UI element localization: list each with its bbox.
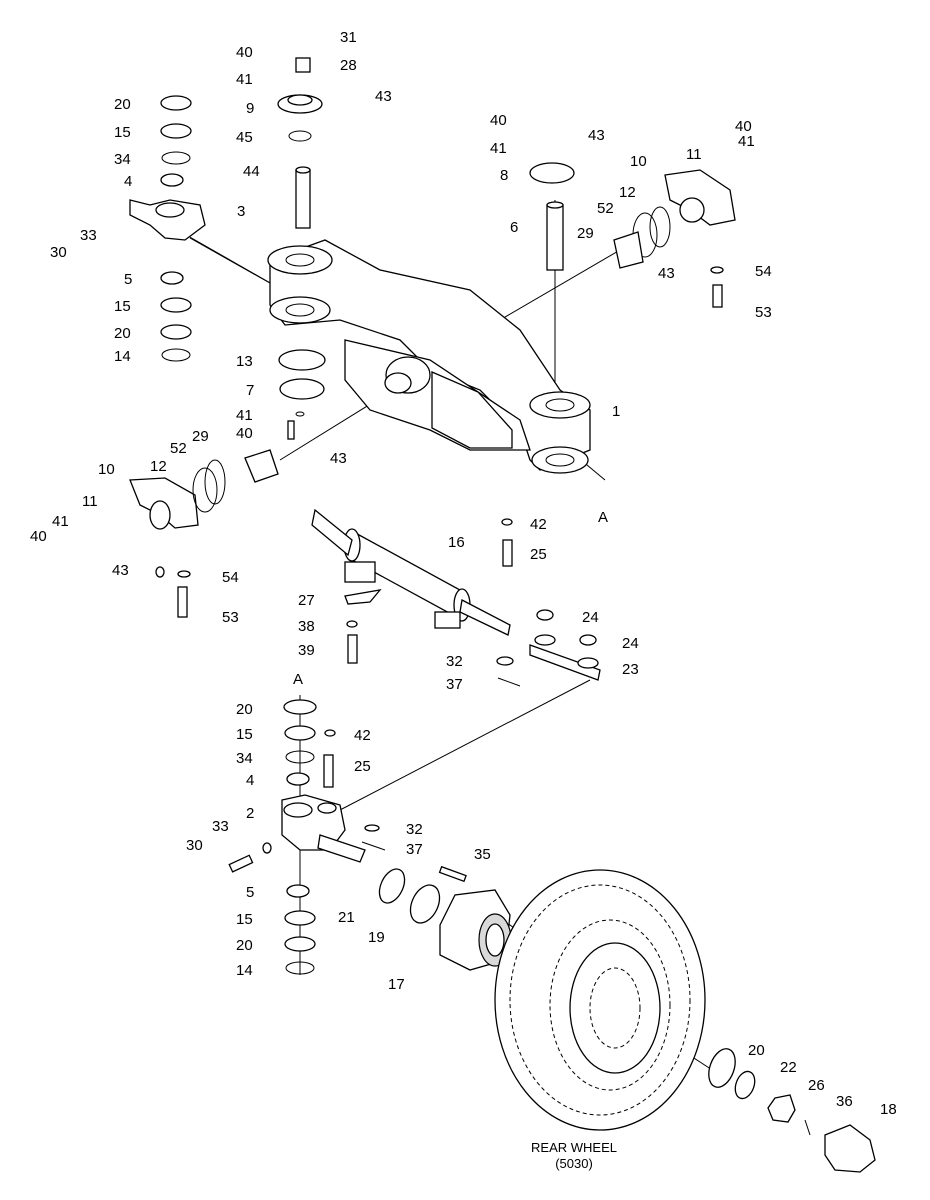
callout: 43 <box>588 127 605 144</box>
callout: 25 <box>530 546 547 563</box>
callout: 43 <box>658 265 675 282</box>
callout: 28 <box>340 57 357 74</box>
callout: 9 <box>246 100 254 117</box>
callout: 30 <box>186 837 203 854</box>
callout: 15 <box>236 911 253 928</box>
lower-kingpin-stack <box>228 699 386 975</box>
rear-wheel <box>494 869 876 1173</box>
callout: 33 <box>212 818 229 835</box>
callout: 15 <box>114 124 131 141</box>
callout: 12 <box>150 458 167 475</box>
callout: 39 <box>298 642 315 659</box>
callout: 43 <box>375 88 392 105</box>
callout: 53 <box>222 609 239 626</box>
upper-right-parts <box>529 162 736 308</box>
callout: 40 <box>30 528 47 545</box>
callout: 31 <box>340 29 357 46</box>
left-pivot-bracket <box>129 449 279 618</box>
callout: 10 <box>630 153 647 170</box>
callout: 13 <box>236 353 253 370</box>
callout: 43 <box>112 562 129 579</box>
callout: 25 <box>354 758 371 775</box>
callout: 40 <box>236 44 253 61</box>
callout: 45 <box>236 129 253 146</box>
callout: 24 <box>582 609 599 626</box>
callout: 16 <box>448 534 465 551</box>
section-ref-a: A <box>598 509 608 526</box>
callout: 4 <box>124 173 132 190</box>
callout: 41 <box>236 407 253 424</box>
callout: 20 <box>748 1042 765 1059</box>
callout: 1 <box>612 403 620 420</box>
callout: 21 <box>338 909 355 926</box>
callout: 35 <box>474 846 491 863</box>
callout: 23 <box>622 661 639 678</box>
callout: 20 <box>114 325 131 342</box>
axle-housing <box>267 239 591 474</box>
callout: 38 <box>298 618 315 635</box>
callout: 41 <box>738 133 755 150</box>
callout: 15 <box>236 726 253 743</box>
callout: 11 <box>686 146 702 163</box>
callout: 29 <box>577 225 594 242</box>
callout: 40 <box>490 112 507 129</box>
callout: 54 <box>222 569 239 586</box>
caption-ref: (5030) <box>555 1156 593 1171</box>
callout: 11 <box>82 493 98 510</box>
section-ref-a-lower: A <box>293 671 303 688</box>
callout: 15 <box>114 298 131 315</box>
callout: 54 <box>755 263 772 280</box>
callout: 34 <box>114 151 131 168</box>
callout: 32 <box>406 821 423 838</box>
callout: 41 <box>52 513 69 530</box>
callout: 43 <box>330 450 347 467</box>
callout: 20 <box>236 937 253 954</box>
callout: 41 <box>490 140 507 157</box>
callout: 29 <box>192 428 209 445</box>
callout: 44 <box>243 163 260 180</box>
callout: 20 <box>114 96 131 113</box>
callout: 36 <box>836 1093 853 1110</box>
callout: 53 <box>755 304 772 321</box>
callout: 32 <box>446 653 463 670</box>
callout: 52 <box>597 200 614 217</box>
wheel-hub <box>378 865 512 971</box>
callout: 22 <box>780 1059 797 1076</box>
callout: 27 <box>298 592 315 609</box>
callout: 41 <box>236 71 253 88</box>
callout: 14 <box>236 962 253 979</box>
callout: 33 <box>80 227 97 244</box>
callout: 6 <box>510 219 518 236</box>
callout: 20 <box>236 701 253 718</box>
callout: 34 <box>236 750 253 767</box>
callout: 5 <box>124 271 132 288</box>
upper-kingpin-stack <box>129 57 326 440</box>
callout: 18 <box>880 1101 897 1118</box>
callout: 42 <box>530 516 547 533</box>
callout: 17 <box>388 976 405 993</box>
callout: 42 <box>354 727 371 744</box>
callout: 14 <box>114 348 131 365</box>
callout: 5 <box>246 884 254 901</box>
callout: 2 <box>246 805 254 822</box>
callout: 10 <box>98 461 115 478</box>
callout: 26 <box>808 1077 825 1094</box>
callout: 37 <box>446 676 463 693</box>
callout: 30 <box>50 244 67 261</box>
callout: 40 <box>735 118 752 135</box>
callout: 24 <box>622 635 639 652</box>
callout: 40 <box>236 425 253 442</box>
callout: 8 <box>500 167 508 184</box>
callout: 52 <box>170 440 187 457</box>
callout: 7 <box>246 382 254 399</box>
steering-cylinder <box>311 508 601 687</box>
callout: 3 <box>237 203 245 220</box>
callout: 4 <box>246 772 254 789</box>
callout: 37 <box>406 841 423 858</box>
callout: 19 <box>368 929 385 946</box>
callout-labels: 40 31 41 28 9 43 45 44 20 15 34 4 3 33 3… <box>30 29 897 1118</box>
caption-title: REAR WHEEL <box>531 1140 617 1155</box>
callout: 12 <box>619 184 636 201</box>
